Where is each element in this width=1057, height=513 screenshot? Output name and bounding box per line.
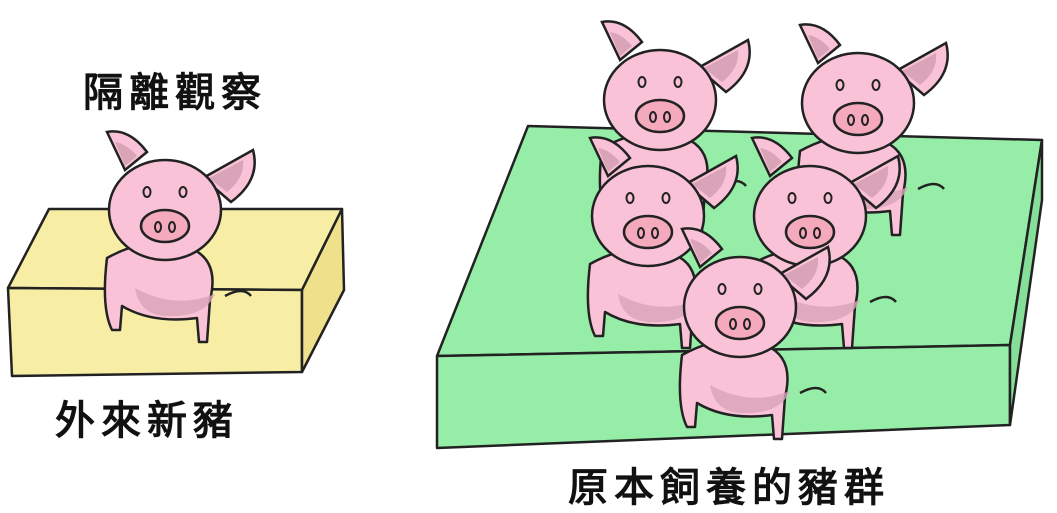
- existing-herd-label: 原本飼養的豬群: [568, 464, 890, 511]
- new-pigs-label: 外來新豬: [55, 397, 239, 444]
- quarantine-title: 隔離觀察: [83, 69, 267, 116]
